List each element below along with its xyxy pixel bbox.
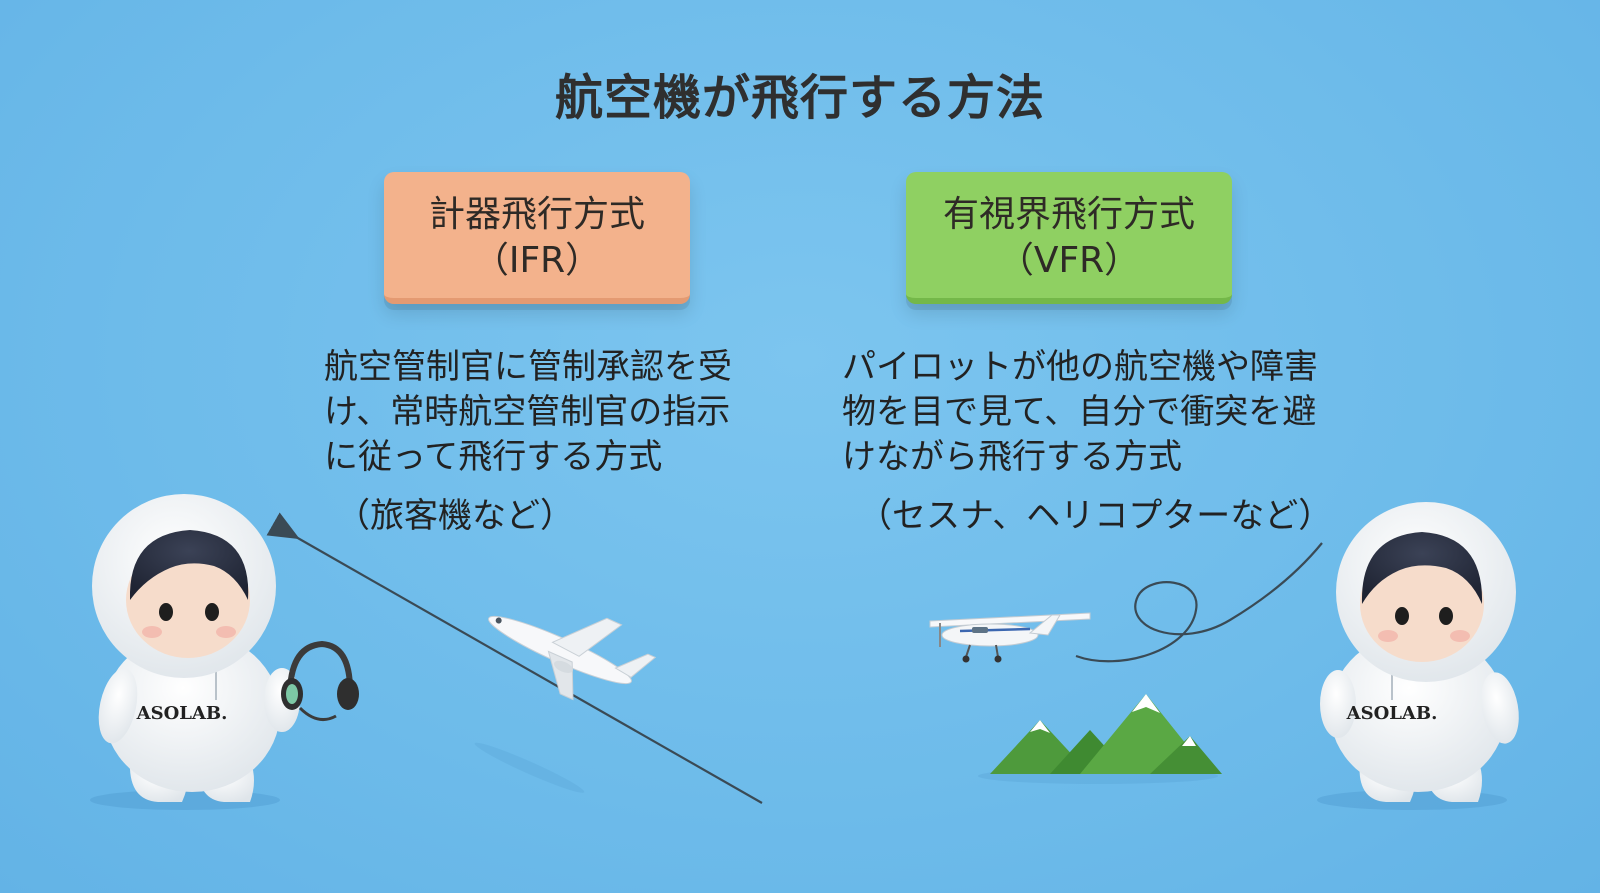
ifr-label-box: 計器飛行方式 （IFR） — [384, 172, 690, 304]
ifr-abbr: （IFR） — [472, 240, 602, 281]
vfr-label-box: 有視界飛行方式 （VFR） — [906, 172, 1232, 304]
mascot-left-logo: ASOLAB. — [136, 703, 228, 724]
ifr-description: 航空管制官に管制承認を受け、常時航空管制官の指示に従って飛行する方式 — [324, 347, 732, 477]
mascot-right-logo: ASOLAB. — [1346, 703, 1438, 724]
page-title: 航空機が飛行する方法 — [554, 70, 1045, 126]
vfr-description: パイロットが他の航空機や障害物を目で見て、自分で衝突を避けながら飛行する方式 — [842, 347, 1318, 477]
ifr-example: （旅客機など） — [336, 496, 574, 536]
vfr-abbr: （VFR） — [997, 240, 1141, 281]
airliner-icon — [474, 615, 657, 793]
headset-icon — [281, 640, 359, 722]
ifr-flight-path — [266, 512, 763, 804]
mountains-icon — [978, 694, 1222, 784]
ifr-name: 計器飛行方式 — [428, 194, 645, 235]
vfr-flight-path — [1075, 542, 1323, 663]
vfr-name: 有視界飛行方式 — [942, 194, 1195, 235]
cessna-icon — [929, 612, 1091, 663]
mascot-left: ASOLAB. — [90, 494, 300, 810]
mascot-right: ASOLAB. — [1317, 502, 1519, 810]
vfr-example: （セスナ、ヘリコプターなど） — [858, 496, 1333, 536]
